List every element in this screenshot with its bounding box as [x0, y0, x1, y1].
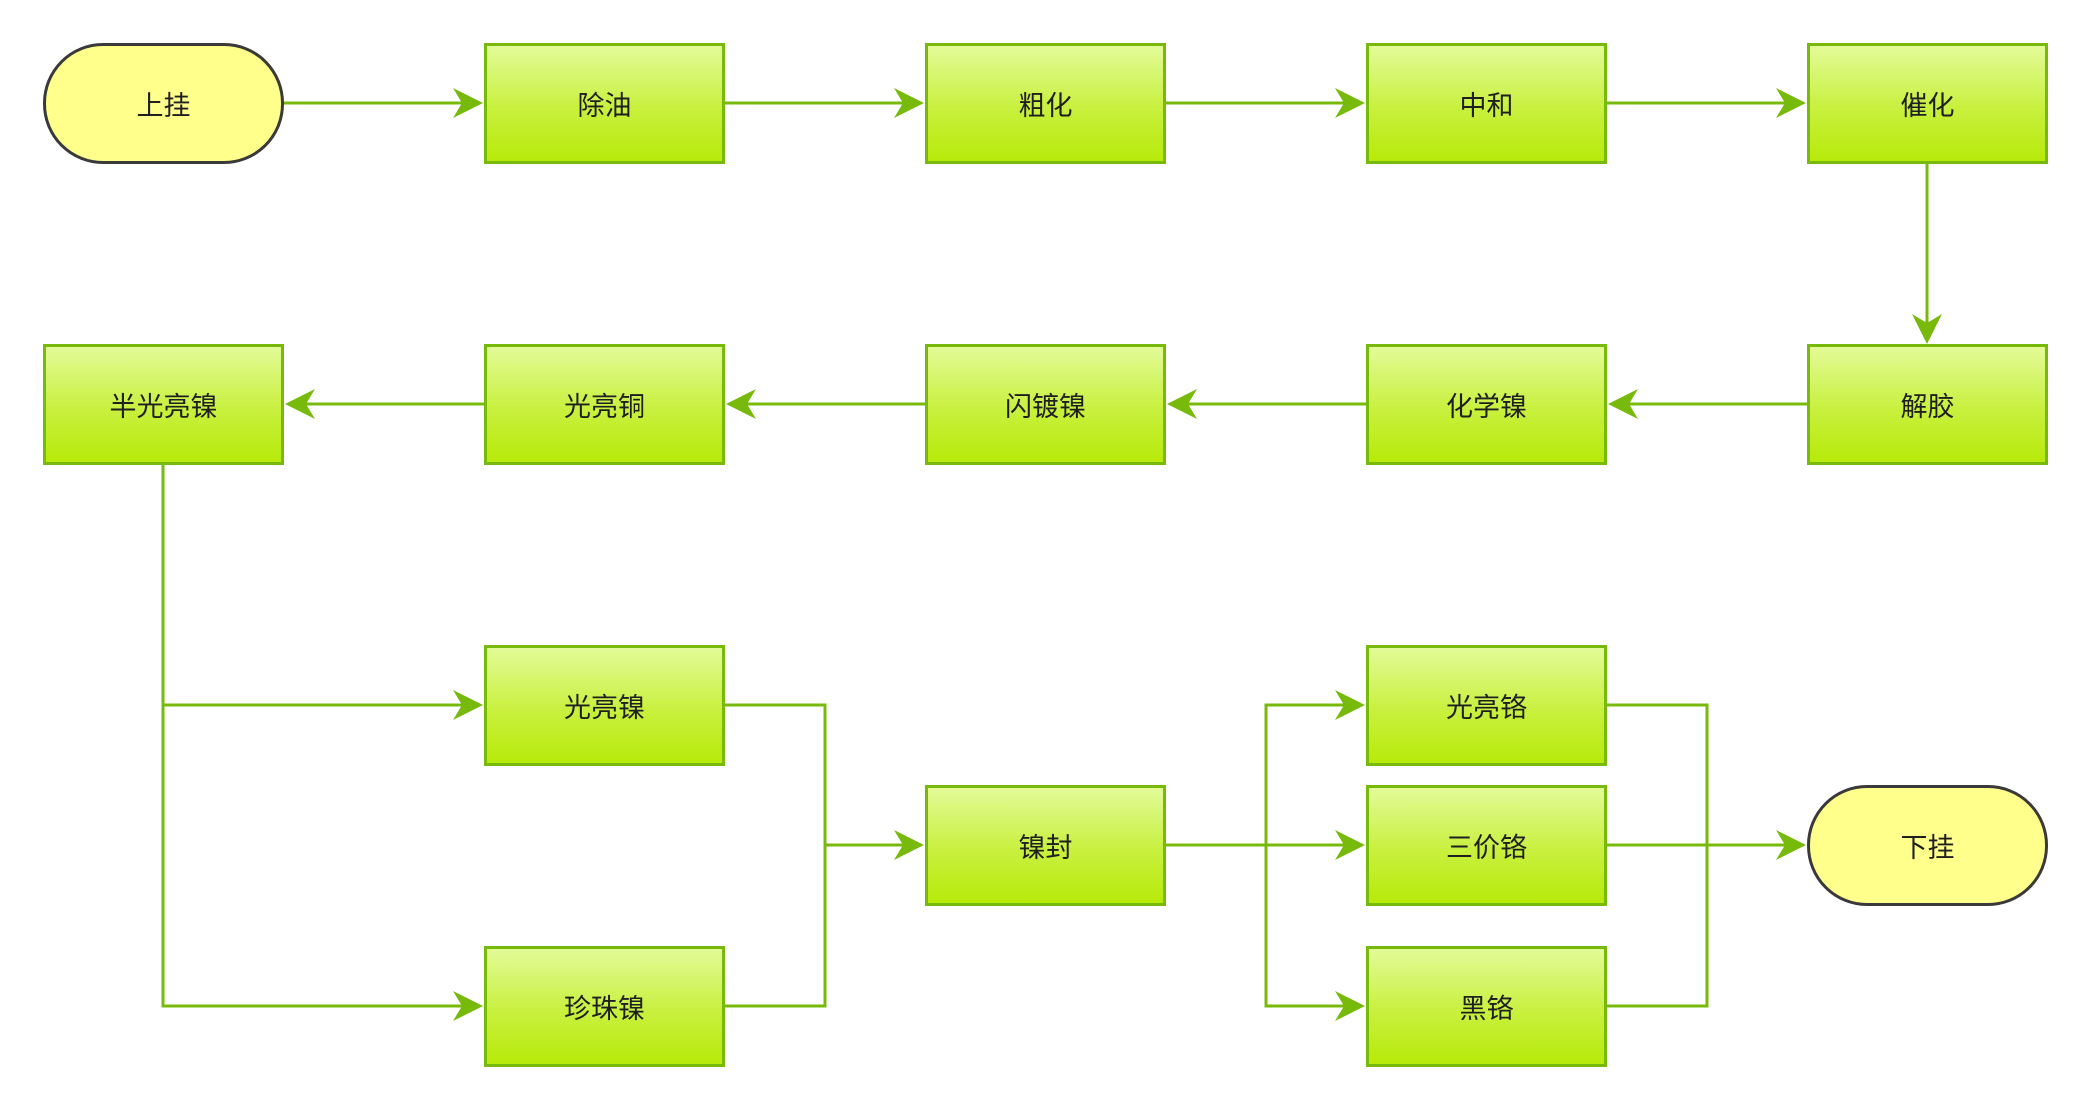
node-pearl-nickel[interactable]: 珍珠镍	[484, 946, 725, 1067]
node-dispergate[interactable]: 解胶	[1807, 344, 2048, 465]
node-start[interactable]: 上挂	[43, 43, 284, 164]
edge-semi-bright-to-bright-nickel	[161, 464, 483, 720]
edge-pearl-nickel-to-nickel-seal	[725, 845, 827, 1008]
node-degrease[interactable]: 除油	[484, 43, 725, 164]
edge-semi-bright-to-pearl-nickel	[161, 705, 483, 1021]
node-chem-nickel[interactable]: 化学镍	[1366, 344, 1607, 465]
edge-nickel-seal-to-bright-chrome	[1264, 690, 1365, 845]
node-roughen[interactable]: 粗化	[925, 43, 1166, 164]
node-dispergate-label: 解胶	[1900, 392, 1955, 423]
node-bright-nickel[interactable]: 光亮镍	[484, 645, 725, 766]
node-catalyze-label: 催化	[1900, 91, 1955, 122]
node-nickel-seal[interactable]: 镍封	[925, 785, 1166, 906]
node-catalyze[interactable]: 催化	[1807, 43, 2048, 164]
node-neutralize[interactable]: 中和	[1366, 43, 1607, 164]
node-trivalent-chrome[interactable]: 三价铬	[1366, 785, 1607, 906]
node-semi-bright-nickel-label: 半光亮镍	[109, 392, 218, 423]
node-bright-chrome[interactable]: 光亮铬	[1366, 645, 1607, 766]
node-start-label: 上挂	[136, 91, 191, 122]
node-bright-chrome-label: 光亮铬	[1446, 693, 1527, 724]
node-semi-bright-nickel[interactable]: 半光亮镍	[43, 344, 284, 465]
edge-bright-nickel-to-nickel-seal	[725, 703, 924, 860]
node-trivalent-chrome-label: 三价铬	[1446, 833, 1527, 864]
edge-nickel-seal-to-black-chrome	[1264, 845, 1365, 1021]
edge-bright-chrome-to-end	[1607, 703, 1709, 845]
node-chem-nickel-label: 化学镍	[1446, 392, 1527, 423]
node-roughen-label: 粗化	[1018, 91, 1073, 122]
node-end-label: 下挂	[1900, 833, 1955, 864]
node-bright-nickel-label: 光亮镍	[564, 693, 645, 724]
node-pearl-nickel-label: 珍珠镍	[564, 994, 645, 1025]
node-flash-nickel[interactable]: 闪镀镍	[925, 344, 1166, 465]
edge-black-chrome-to-end	[1607, 845, 1709, 1008]
node-neutralize-label: 中和	[1459, 91, 1514, 122]
node-black-chrome[interactable]: 黑铬	[1366, 946, 1607, 1067]
node-black-chrome-label: 黑铬	[1459, 994, 1514, 1025]
node-degrease-label: 除油	[577, 91, 632, 122]
node-end[interactable]: 下挂	[1807, 785, 2048, 906]
node-nickel-seal-label: 镍封	[1018, 833, 1073, 864]
node-bright-copper-label: 光亮铜	[564, 392, 645, 423]
node-bright-copper[interactable]: 光亮铜	[484, 344, 725, 465]
node-flash-nickel-label: 闪镀镍	[1005, 392, 1086, 423]
